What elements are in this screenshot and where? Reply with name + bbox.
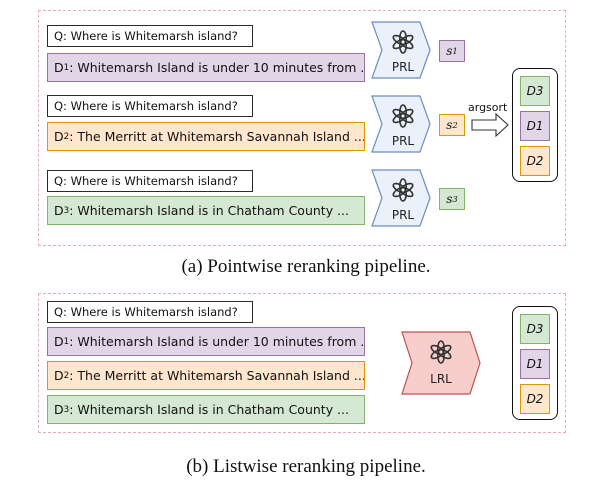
prl-label-2: PRL (391, 134, 415, 148)
doc-id: D (54, 129, 64, 144)
doc-id: D (54, 203, 64, 218)
caption-a: (a) Pointwise reranking pipeline. (181, 256, 431, 277)
listwise-panel (38, 293, 566, 433)
doc-sub: 3 (63, 205, 70, 216)
hollow-right-arrow-icon (471, 112, 509, 138)
prl-label-1: PRL (391, 60, 415, 74)
query-box-1: Q: Where is Whitemarsh island? (47, 25, 253, 47)
listwise-rank-item-2: D1 (520, 349, 550, 379)
lrl-label: LRL (430, 372, 452, 386)
doc-text: : Whitemarsh Island is in Chatham County… (69, 203, 349, 218)
prl-label-3: PRL (391, 208, 415, 222)
doc-text: : The Merritt at Whitemarsh Savannah Isl… (69, 129, 365, 144)
doc-sub: 2 (63, 131, 70, 142)
listwise-rank-item-3: D2 (520, 384, 550, 414)
rank-item-3: D2 (520, 146, 550, 176)
caption-b: (b) Listwise reranking pipeline. (186, 456, 426, 477)
lrl-model (401, 331, 481, 395)
doc-id: D (54, 60, 64, 75)
pointwise-panel (38, 10, 566, 246)
argsort-label: argsort (468, 101, 508, 114)
rank-item-2: D1 (520, 111, 550, 141)
rank-item-1: D3 (520, 76, 550, 106)
listwise-rank-item-1: D3 (520, 314, 550, 344)
listwise-query-box: Q: Where is Whitemarsh island? (47, 301, 253, 323)
doc-text: : Whitemarsh Island is under 10 minutes … (69, 60, 365, 75)
prl-model-2 (371, 95, 431, 153)
prl-model-1 (371, 21, 431, 79)
prl-model-3 (371, 169, 431, 227)
query-box-3: Q: Where is Whitemarsh island? (47, 170, 253, 192)
doc-sub: 1 (63, 62, 70, 73)
query-box-2: Q: Where is Whitemarsh island? (47, 95, 253, 117)
